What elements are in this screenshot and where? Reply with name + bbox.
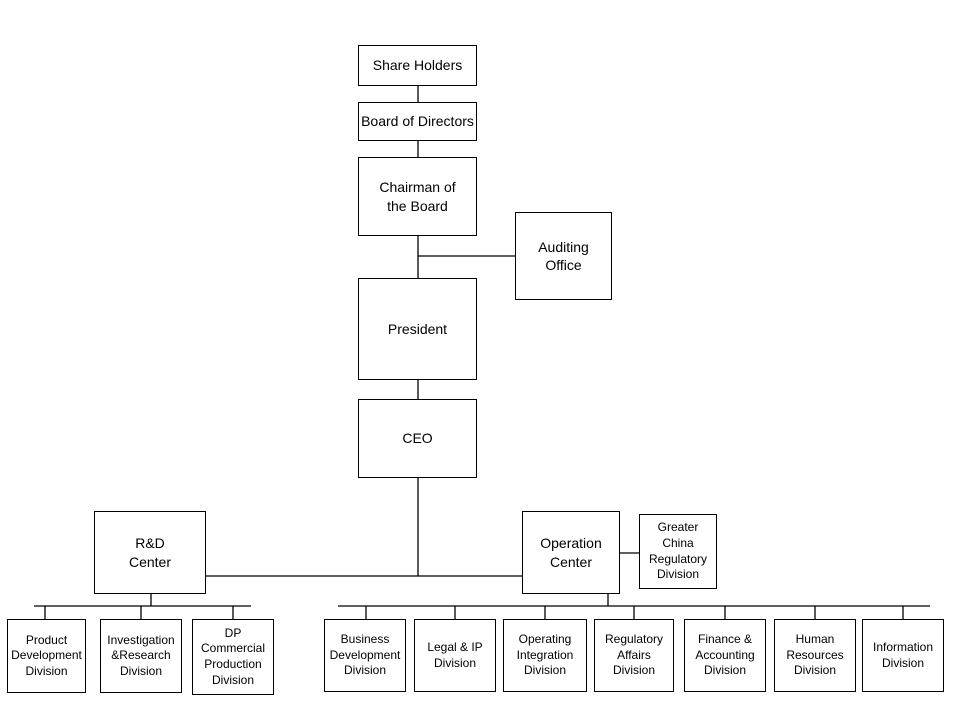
human-resources-division-box: Human Resources Division <box>774 619 856 692</box>
share-holders-box: Share Holders <box>358 45 477 86</box>
auditing-office-box: Auditing Office <box>515 212 612 300</box>
business-development-division-box: Business Development Division <box>324 619 406 692</box>
legal-ip-division-box: Legal & IP Division <box>414 619 496 692</box>
ceo-box: CEO <box>358 399 477 478</box>
investigation-research-division-box: Investigation &Research Division <box>100 619 182 693</box>
regulatory-affairs-division-box: Regulatory Affairs Division <box>594 619 674 692</box>
product-development-division-box: Product Development Division <box>7 619 86 693</box>
finance-accounting-division-box: Finance & Accounting Division <box>684 619 766 692</box>
president-box: President <box>358 278 477 380</box>
greater-china-regulatory-box: Greater China Regulatory Division <box>639 514 717 589</box>
chairman-box: Chairman of the Board <box>358 157 477 236</box>
rd-center-box: R&D Center <box>94 511 206 594</box>
board-of-directors-box: Board of Directors <box>358 102 477 141</box>
operation-center-box: Operation Center <box>522 511 620 594</box>
information-division-box: Information Division <box>862 619 944 692</box>
operating-integration-division-box: Operating Integration Division <box>503 619 587 692</box>
dp-commercial-production-division-box: DP Commercial Production Division <box>192 619 274 695</box>
